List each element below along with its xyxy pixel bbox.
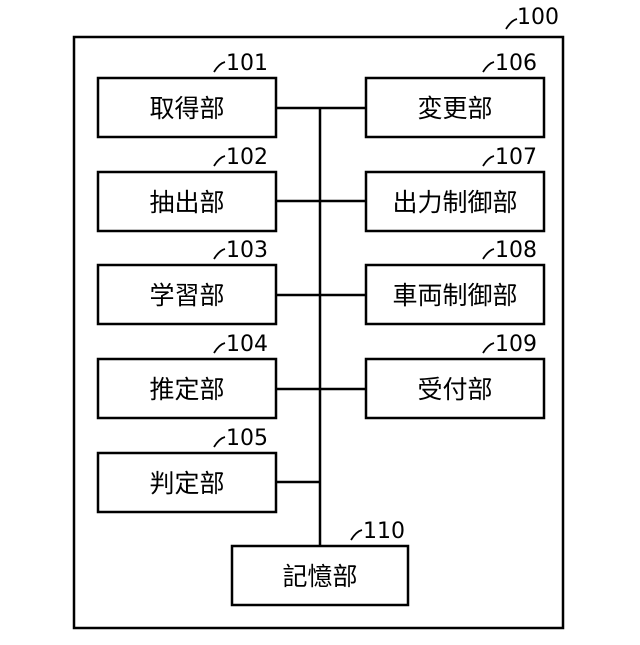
block-storage-label: 記憶部: [282, 562, 357, 591]
block-learning-ref: 103: [226, 238, 268, 263]
block-extraction-label: 抽出部: [149, 188, 224, 217]
device-ref: 100: [517, 5, 559, 30]
block-change-label: 変更部: [417, 94, 492, 123]
block-vehicle-control-ref: 108: [495, 238, 537, 263]
block-acquisition-ref: 101: [226, 51, 268, 76]
block-vehicle-control-label: 車両制御部: [392, 281, 517, 310]
block-acquisition-label: 取得部: [149, 94, 224, 123]
block-determination-label: 判定部: [149, 469, 224, 498]
block-extraction-ref: 102: [226, 145, 268, 170]
block-determination-ref: 105: [226, 426, 268, 451]
block-learning-label: 学習部: [149, 281, 224, 310]
block-reception-label: 受付部: [417, 375, 492, 404]
block-change-ref: 106: [495, 51, 537, 76]
block-output-control-label: 出力制御部: [392, 188, 517, 217]
block-estimation-label: 推定部: [149, 375, 224, 404]
block-output-control-ref: 107: [495, 145, 537, 170]
block-estimation-ref: 104: [226, 332, 268, 357]
block-reception-ref: 109: [495, 332, 537, 357]
block-storage-ref: 110: [363, 519, 405, 544]
device-ref-leader: [506, 19, 517, 29]
